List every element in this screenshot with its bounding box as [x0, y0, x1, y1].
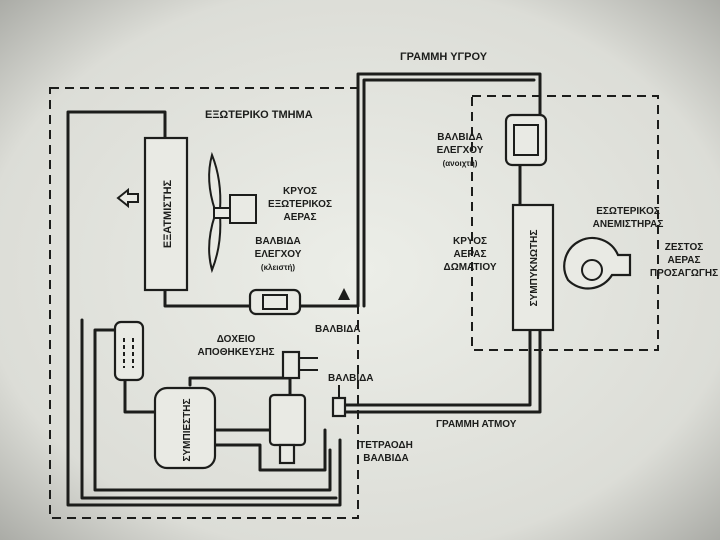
pipe-liquid-line [298, 72, 542, 308]
svg-text:ΔΩΜΑΤΙΟΥ: ΔΩΜΑΤΙΟΥ [444, 262, 497, 273]
four-way-valve-label: ΤΕΤΡΑΟΔΗ ΒΑΛΒΙΔΑ [359, 440, 413, 464]
arrow-left-icon [116, 187, 139, 209]
indoor-fan-label: ΕΣΩΤΕΡΙΚΟΣ ΑΝΕΜΙΣΤΗΡΑΣ [593, 206, 664, 230]
service-valve-2 [331, 385, 347, 418]
svg-text:ΚΡΥΟΣ: ΚΡΥΟΣ [283, 186, 317, 197]
four-way-valve-body [268, 350, 318, 465]
check-valve-closed [248, 288, 302, 316]
condenser-label: ΣΥΜΠΥΚΝΩΤΗΣ [529, 230, 540, 307]
svg-text:ΒΑΛΒΙΔΑ: ΒΑΛΒΙΔΑ [437, 132, 483, 143]
svg-text:ΤΕΤΡΑΟΔΗ: ΤΕΤΡΑΟΔΗ [359, 440, 413, 451]
svg-text:ΕΛΕΓΧΟΥ: ΕΛΕΓΧΟΥ [255, 249, 302, 260]
cold-outdoor-air-label: ΚΡΥΟΣ ΕΞΩΤΕΡΙΚΟΣ ΑΕΡΑΣ [268, 186, 332, 223]
check-valve-open-label: ΒΑΛΒΙΔΑ ΕΛΕΓΧΟΥ (ανοιχτή) [437, 132, 484, 168]
pipe-compressor-discharge [188, 376, 292, 397]
condenser-coil [511, 203, 555, 332]
svg-text:ΒΑΛΒΙΔΑ: ΒΑΛΒΙΔΑ [255, 236, 301, 247]
svg-text:(κλειστή): (κλειστή) [261, 263, 296, 272]
pipe-receiver-to-compressor [123, 378, 157, 414]
svg-text:ΑΠΟΘΗΚΕΥΣΗΣ: ΑΠΟΘΗΚΕΥΣΗΣ [197, 347, 274, 358]
pipe-liquid-line-inner [362, 78, 536, 308]
receiver-level [123, 338, 134, 368]
svg-text:ΒΑΛΒΙΔΑ: ΒΑΛΒΙΔΑ [363, 453, 409, 464]
outdoor-unit-label: ΕΞΩΤΕΡΙΚΟ ΤΜΗΜΑ [205, 109, 313, 121]
evaporator-coil [143, 136, 189, 292]
svg-text:ΚΡΥΟΣ: ΚΡΥΟΣ [453, 236, 487, 247]
svg-text:ΑΕΡΑΣ: ΑΕΡΑΣ [283, 212, 316, 223]
pipe-compressor-suction [208, 428, 327, 472]
svg-text:ΑΕΡΑΣ: ΑΕΡΑΣ [667, 255, 700, 266]
receiver-label: ΔΟΧΕΙΟ ΑΠΟΘΗΚΕΥΣΗΣ [197, 334, 274, 358]
svg-text:ΑΝΕΜΙΣΤΗΡΑΣ: ΑΝΕΜΙΣΤΗΡΑΣ [593, 219, 664, 230]
solenoid-wires [299, 357, 318, 371]
svg-text:ΖΕΣΤΟΣ: ΖΕΣΤΟΣ [665, 242, 704, 253]
valve-label-1: ΒΑΛΒΙΔΑ [315, 324, 361, 335]
liquid-line-label: ΓΡΑΜΜΗ ΥΓΡΟΥ [400, 51, 488, 63]
vapor-line-label: ΓΡΑΜΜΗ ΑΤΜΟΥ [436, 419, 517, 430]
blower-fan-icon [563, 236, 632, 290]
pipe-vapor-line [343, 328, 532, 407]
compressor-body [153, 386, 217, 470]
refrigerant-piping [66, 72, 542, 507]
warm-supply-air-label: ΖΕΣΤΟΣ ΑΕΡΑΣ ΠΡΟΣΑΓΩΓΗΣ [650, 242, 718, 279]
pipe-outer-loop [66, 110, 342, 507]
pipe-evap-bottom [163, 288, 252, 308]
svg-text:ΕΞΩΤΕΡΙΚΟΣ: ΕΞΩΤΕΡΙΚΟΣ [268, 199, 332, 210]
pipe-receiver-loop [93, 328, 332, 492]
indoor-unit-boundary [471, 95, 659, 351]
outdoor-unit-boundary [49, 87, 359, 519]
valve-label-2: ΒΑΛΒΙΔΑ [328, 373, 374, 384]
svg-text:ΔΟΧΕΙΟ: ΔΟΧΕΙΟ [217, 334, 256, 345]
svg-text:ΕΣΩΤΕΡΙΚΟΣ: ΕΣΩΤΕΡΙΚΟΣ [596, 206, 659, 217]
check-valve-open [504, 113, 548, 167]
pipe-receiver-outer [80, 318, 338, 500]
check-valve-closed-label: ΒΑΛΒΙΔΑ ΕΛΕΓΧΟΥ (κλειστή) [255, 236, 302, 272]
cold-room-air-label: ΚΡΥΟΣ ΑΕΡΑΣ ΔΩΜΑΤΙΟΥ [444, 236, 497, 273]
propeller-fan-icon [208, 151, 257, 274]
svg-text:ΠΡΟΣΑΓΩΓΗΣ: ΠΡΟΣΑΓΩΓΗΣ [650, 268, 718, 279]
svg-text:ΕΛΕΓΧΟΥ: ΕΛΕΓΧΟΥ [437, 145, 484, 156]
receiver-tank [113, 320, 145, 382]
fan-motor [229, 194, 257, 224]
compressor-label: ΣΥΜΠΙΕΣΤΗΣ [182, 398, 193, 461]
svg-text:(ανοιχτή): (ανοιχτή) [443, 159, 478, 168]
evaporator-label: ΕΞΑΤΜΙΣΤΗΣ [162, 179, 174, 248]
svg-text:ΑΕΡΑΣ: ΑΕΡΑΣ [453, 249, 486, 260]
solenoid-coil [281, 350, 301, 380]
pipe-vapor-line-inner [343, 328, 542, 414]
service-valve-1 [338, 288, 350, 300]
